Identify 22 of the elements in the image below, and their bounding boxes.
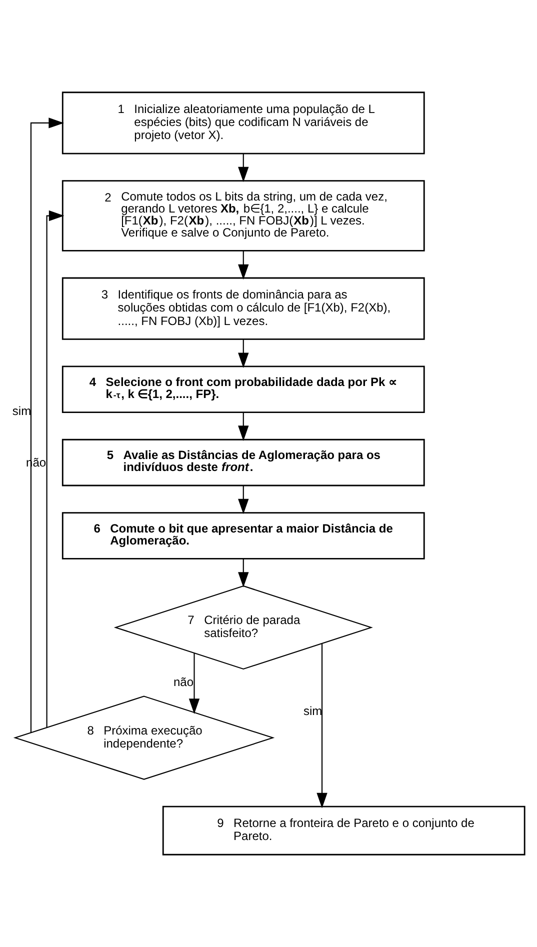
node-box: 4 Selecione o front com probabilidade dada por Pk ∝ k-τ, k ∈{1, 2,...., FP}. — [62, 366, 425, 414]
node-diamond: 8 Próxima execução independente? — [13, 696, 275, 780]
arrow — [238, 486, 249, 514]
edge-label: não — [173, 674, 194, 689]
arrow — [46, 210, 64, 728]
node-box: 6 Comute o bit que apresentar a maior Distância de Aglomeração. — [62, 512, 425, 560]
arrow — [238, 154, 249, 182]
node-box: 3 Identifique os fronts de dominância para as soluções obtidas com o cálculo de [F1(Xb), F2(Xb), ....., FN FOBJ (Xb)] L vezes. — [62, 277, 425, 340]
arrow — [238, 250, 249, 280]
arrow — [238, 340, 249, 368]
node-box: 9 Retorne a fronteira de Pareto e o conjunto de Pareto. — [162, 806, 526, 856]
arrow — [188, 653, 200, 714]
node-box: 1 Inicialize aleatoriamente uma população de L espécies (bits) que codificam N variáveis de projeto (vetor X). — [62, 92, 425, 154]
edge-label: sim — [303, 704, 322, 718]
arrow — [316, 644, 328, 808]
node-box: 2 Comute todos os L bits da string, um de cada vez, gerando L vetores Xb, b∈{1, 2,...., L} e calcule [F1(Xb), F2(Xb), ....., FN FOBJ(Xb)] L vezes. Verifique e salve o Conjunto de Pareto. — [62, 180, 425, 252]
arrow — [238, 558, 249, 588]
edge-label: sim — [12, 404, 32, 418]
arrow — [30, 118, 64, 732]
arrow — [238, 412, 249, 441]
node-box: 5 Avalie as Distâncias de Aglomeração para os indivíduos deste front. — [62, 438, 425, 486]
node-diamond: 7 Critério de parada satisfeito? — [114, 585, 373, 670]
